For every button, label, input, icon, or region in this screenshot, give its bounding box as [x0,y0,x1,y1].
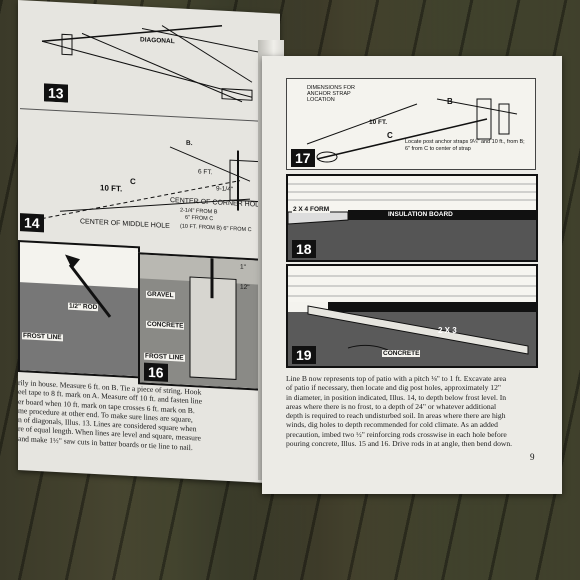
illustration-14-number: 14 [20,213,44,233]
illustration-19: 2 X 3 CONCRETE 19 [286,264,538,368]
label-c: C [130,176,136,187]
illustration-13-drawing [41,24,263,103]
right-text-line: pouring concrete, Illus. 15 and 16. Driv… [286,439,513,449]
illustration-18-number: 18 [292,240,316,258]
label-dimensions: DIMENSIONS FOR ANCHOR STRAP LOCATION [307,85,355,103]
label-b-17: B [447,97,453,106]
label-c-17: C [387,131,393,140]
right-text-line: areas where there is no frost, to a dept… [286,401,497,411]
label-2x3: 2 X 3 [438,326,457,335]
label-insulation-board: INSULATION BOARD [388,211,453,218]
right-page: DIMENSIONS FOR ANCHOR STRAP LOCATION 10 … [262,56,562,494]
illustration-13: DIAGONAL 13 [22,0,272,113]
illustration-16: GRAVEL CONCRETE FROST LINE 1" 12" 16 [138,252,264,391]
label-9-14: 9-1/4" [216,185,234,194]
illustration-19-number: 19 [292,346,316,364]
page-number: 9 [530,452,535,462]
right-text-line: of patio if necessary, then locate and d… [286,383,501,393]
label-10ft: 10 FT. [100,183,123,194]
label-6ft: 6 FT. [198,168,213,177]
right-text-line: in diameter, in position indicated, Illu… [286,392,507,402]
illustration-18-drawing [288,176,536,260]
illustration-18: 2 X 4 FORM INSULATION BOARD 18 [286,174,538,262]
illustration-13-number: 13 [44,83,68,103]
illustration-17: DIMENSIONS FOR ANCHOR STRAP LOCATION 10 … [286,78,536,170]
left-page: DIAGONAL 13 B. 6 FT. 9-1/4" 10 FT. C CEN… [18,0,280,484]
label-locate-straps: Locate post anchor straps 9¼" and 10 ft.… [405,139,525,152]
illustration-15-drawing [20,254,138,377]
label-b: B. [186,139,193,148]
illustration-17-number: 17 [291,149,315,167]
right-page-text: Line B now represents top of patio with … [286,374,538,448]
illustration-14-drawing [34,146,261,221]
illustration-16-number: 16 [144,362,168,382]
label-gravel: GRAVEL [146,290,175,300]
illustration-19-drawing [288,266,536,366]
label-10ft-17: 10 FT. [369,119,388,126]
label-dimension-1: 1" [240,263,246,271]
right-text-line: winds, dig holes to depth recommended fo… [286,420,498,430]
label-concrete-19: CONCRETE [382,350,421,357]
left-page-text: rily in house. Measure 6 ft. on B. Tie a… [18,378,270,456]
label-dimension-12: 12" [240,283,250,292]
illustration-15: 1/2" ROD FROST LINE [18,240,140,379]
label-form: 2 X 4 FORM [292,206,331,213]
illustration-17-drawing [306,98,518,163]
illustration-14: B. 6 FT. 9-1/4" 10 FT. C CENTER OF CORNE… [20,108,272,249]
right-text-line: precaution, imbed two ½" reinforcing rod… [286,429,507,439]
right-text-line: depth is required to reach undisturbed s… [286,411,506,421]
right-text-line: Line B now represents top of patio with … [286,374,507,383]
